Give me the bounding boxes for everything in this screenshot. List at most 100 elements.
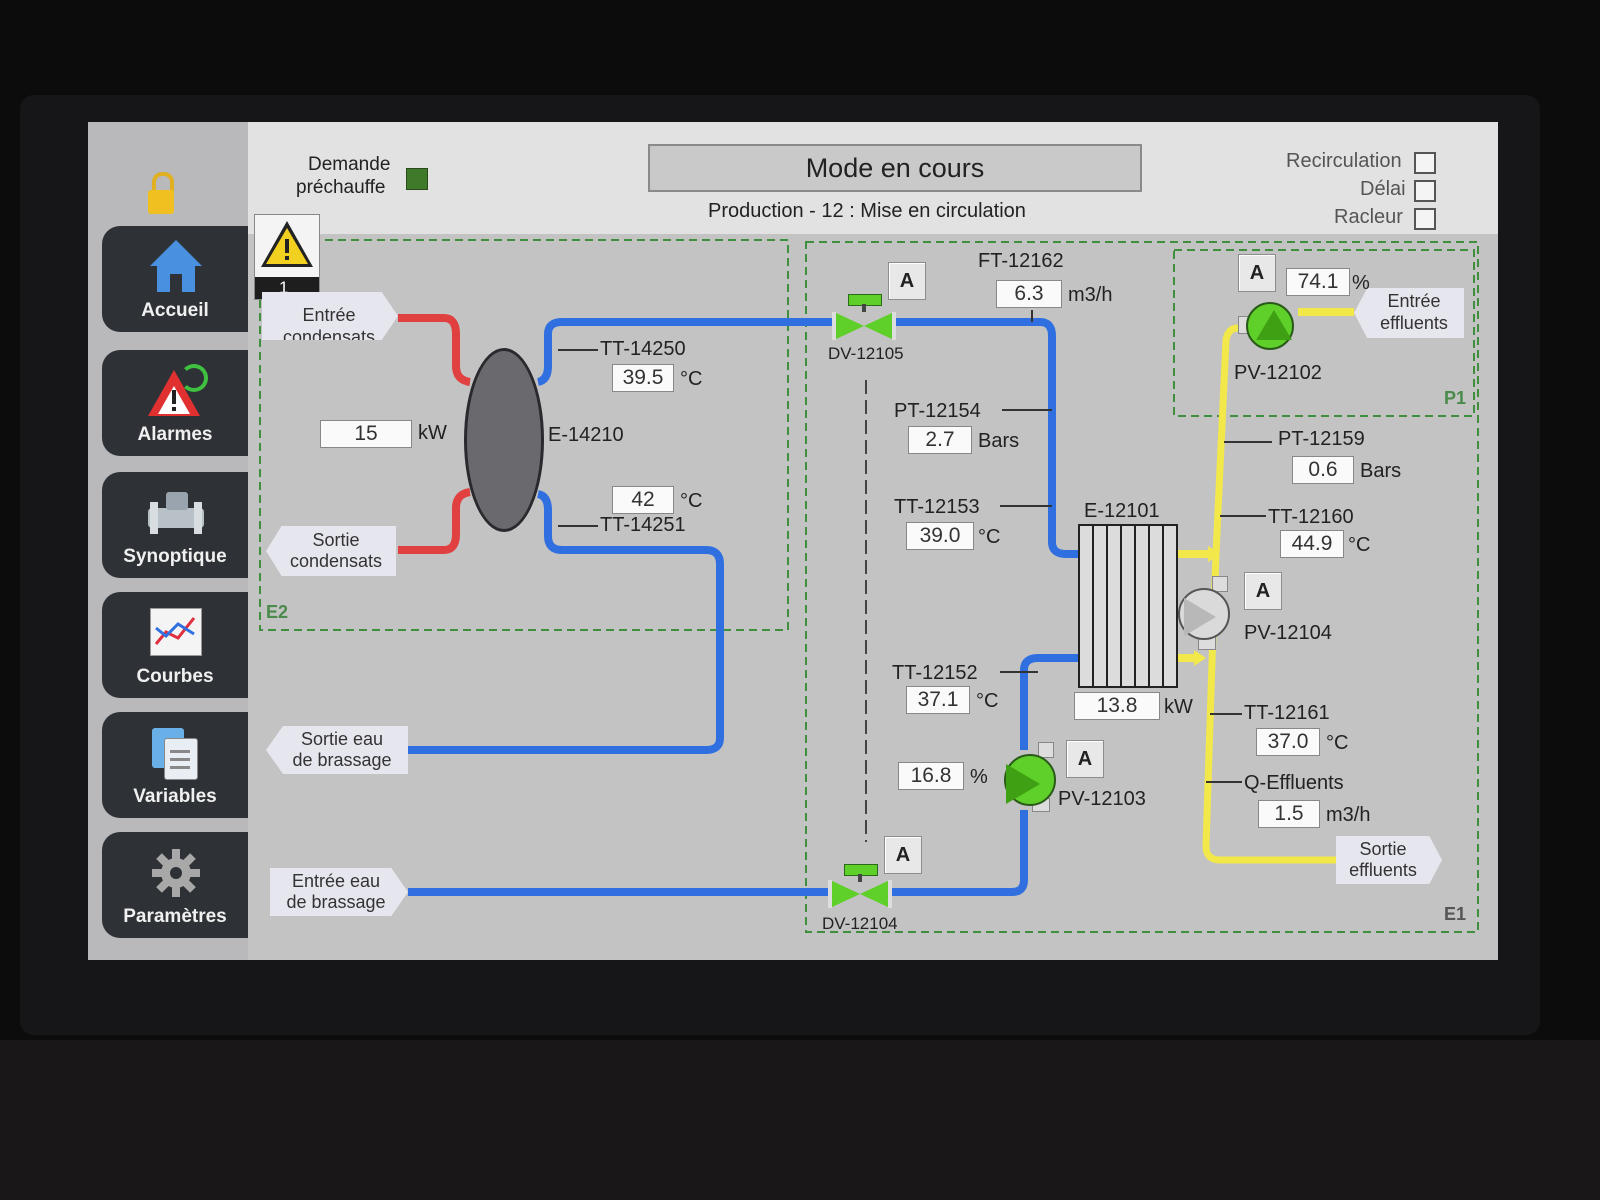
tt12152-value: 37.1 [906, 686, 970, 714]
pv12104-label: PV-12104 [1244, 622, 1332, 644]
q-effluents-value: 1.5 [1258, 800, 1320, 828]
dv12104-label: DV-12104 [822, 914, 898, 933]
tag-sortie-condensats-text: Sortie condensats [289, 530, 383, 571]
nav-synoptique[interactable]: Synoptique [102, 472, 248, 578]
pt12159-label: PT-12159 [1278, 428, 1365, 450]
pt12154-value: 2.7 [908, 426, 972, 454]
tt14250-label: TT-14250 [600, 338, 686, 360]
tag-sortie-eau-brassage: Sortie eau de brassage [266, 726, 408, 774]
e12101-power-value: 13.8 [1074, 692, 1160, 720]
e12101-label: E-12101 [1084, 500, 1160, 522]
nav-courbes-label: Courbes [136, 666, 214, 687]
tag-entree-effluents-line2: effluents [1380, 313, 1448, 333]
pump-pv12102[interactable] [1238, 300, 1294, 352]
tag-sortie-effluents-line2: effluents [1349, 860, 1417, 880]
nav-synoptique-label: Synoptique [123, 546, 227, 567]
tt12161-value: 37.0 [1256, 728, 1320, 756]
tt12153-unit: °C [978, 526, 1001, 548]
tag-entree-effluents: Entrée effluents [1354, 288, 1464, 338]
tt12160-unit: °C [1348, 534, 1371, 556]
nav-accueil[interactable]: Accueil [102, 226, 248, 332]
pt12159-value: 0.6 [1292, 456, 1354, 484]
demande-indicator [406, 168, 428, 190]
pump-pv12104[interactable] [1174, 576, 1234, 650]
alarm-banner[interactable]: 1 [254, 214, 320, 300]
mode-title: Mode en cours [648, 144, 1142, 192]
q-effluents-unit: m3/h [1326, 804, 1371, 826]
zone-e1-label: E1 [1444, 904, 1467, 924]
synoptic-area: Demande préchauffe Mode en cours Product… [248, 122, 1498, 960]
ft12162-label: FT-12162 [978, 250, 1064, 272]
tt12152-unit: °C [976, 690, 999, 712]
exchanger-e14210[interactable] [464, 348, 544, 532]
pv12103-mode-button[interactable]: A [1066, 740, 1104, 778]
nav-parametres-label: Paramètres [123, 906, 227, 927]
tag-sortie-condensats: Sortie condensats [266, 526, 396, 576]
e14210-power-value: 15 [320, 420, 412, 448]
tag-entree-eau-line1: Entrée eau [291, 871, 381, 891]
tt14251-value: 42 [612, 486, 674, 514]
recirculation-checkbox[interactable] [1414, 152, 1436, 174]
tt12161-unit: °C [1326, 732, 1349, 754]
dv12105-mode-button[interactable]: A [888, 262, 926, 300]
nav-parametres[interactable]: Paramètres [102, 832, 248, 938]
dv12105-label: DV-12105 [828, 344, 904, 363]
documents-icon [148, 726, 204, 780]
zone-p1-label: P1 [1444, 388, 1467, 408]
gear-icon [148, 846, 204, 900]
dv12104-mode-button[interactable]: A [884, 836, 922, 874]
hmi-screen: Accueil Alarmes Synoptique [88, 122, 1498, 960]
pump-pv12103[interactable] [998, 742, 1058, 812]
nav-variables-label: Variables [133, 786, 217, 807]
zone-e2-label: E2 [266, 602, 289, 622]
racleur-label: Racleur [1334, 206, 1403, 228]
tt12160-value: 44.9 [1280, 530, 1344, 558]
nav-accueil-label: Accueil [141, 300, 209, 321]
tag-entree-eau-line2: de brassage [286, 892, 386, 912]
header-bar: Demande préchauffe Mode en cours Product… [248, 122, 1498, 234]
pv12103-label: PV-12103 [1058, 788, 1146, 810]
tt12153-value: 39.0 [906, 522, 974, 550]
q-effluents-label: Q-Effluents [1244, 772, 1344, 794]
exchanger-e12101[interactable] [1078, 524, 1178, 688]
e12101-power-unit: kW [1164, 696, 1193, 718]
recirculation-label: Recirculation [1286, 150, 1402, 172]
pv12104-mode-button[interactable]: A [1244, 572, 1282, 610]
delai-checkbox[interactable] [1414, 180, 1436, 202]
sidebar: Accueil Alarmes Synoptique [88, 122, 248, 960]
tag-entree-eau-brassage: Entrée eau de brassage [270, 868, 408, 916]
mode-subtitle: Production - 12 : Mise en circulation [708, 200, 1026, 222]
valve-dv12104[interactable] [828, 864, 892, 912]
process-diagram [259, 239, 1479, 933]
tag-entree-condensats: Entrée condensats [262, 292, 398, 340]
lock-icon[interactable] [148, 172, 174, 216]
e14210-power-unit: kW [418, 422, 447, 444]
chart-icon [148, 606, 204, 660]
nav-alarmes[interactable]: Alarmes [102, 350, 248, 456]
valve-dv12105[interactable] [832, 294, 896, 342]
nav-courbes[interactable]: Courbes [102, 592, 248, 698]
racleur-checkbox[interactable] [1414, 208, 1436, 230]
tt12152-label: TT-12152 [892, 662, 978, 684]
pv12102-unit: % [1352, 272, 1370, 294]
pipe-icon [148, 486, 204, 540]
alarm-icon [148, 364, 208, 418]
pt12154-label: PT-12154 [894, 400, 981, 422]
pv12102-mode-button[interactable]: A [1238, 254, 1276, 292]
tt14251-label: TT-14251 [600, 514, 686, 536]
frame-decoration [1520, 150, 1580, 410]
pv12102-label: PV-12102 [1234, 362, 1322, 384]
tt14251-unit: °C [680, 490, 703, 512]
ft12162-unit: m3/h [1068, 284, 1113, 306]
tt14250-value: 39.5 [612, 364, 674, 392]
pv12103-unit: % [970, 766, 988, 788]
tt14250-unit: °C [680, 368, 703, 390]
pv12103-value: 16.8 [898, 762, 964, 790]
tag-entree-effluents-line1: Entrée [1387, 291, 1441, 311]
tag-entree-condensats-text: Entrée condensats [282, 305, 376, 347]
nav-variables[interactable]: Variables [102, 712, 248, 818]
pt12154-unit: Bars [978, 430, 1020, 452]
device-frame [0, 1040, 1600, 1200]
tag-sortie-effluents-line1: Sortie [1359, 839, 1407, 859]
tag-sortie-eau-line1: Sortie eau [300, 729, 384, 749]
